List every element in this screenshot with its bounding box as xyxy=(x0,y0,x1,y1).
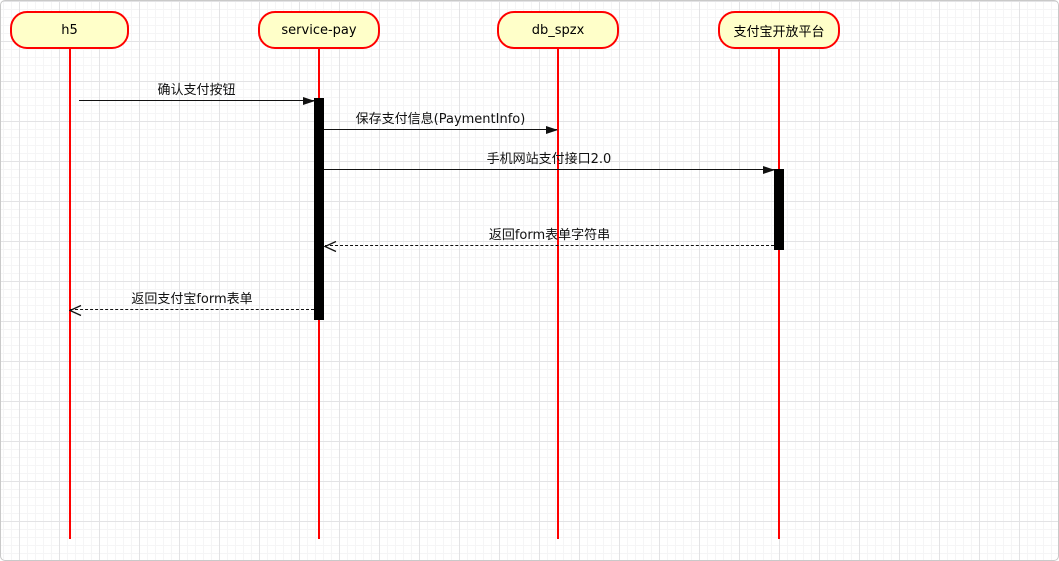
message-line xyxy=(79,100,314,101)
lifeline-h5[interactable] xyxy=(68,49,71,539)
message-label: 确认支付按钮 xyxy=(157,83,236,98)
message-5[interactable]: 返回支付宝form表单 xyxy=(69,290,314,317)
activation-bar-alipay-open-platform[interactable] xyxy=(774,169,784,250)
message-1[interactable]: 确认支付按钮 xyxy=(79,81,315,105)
arrowhead-filled-right-icon xyxy=(303,97,315,105)
arrowhead-open-left-icon xyxy=(69,304,82,317)
actor-label: db_spzx xyxy=(531,22,585,38)
message-line xyxy=(325,245,774,246)
arrowhead-filled-right-icon xyxy=(763,166,775,174)
arrowhead-open-left-icon xyxy=(324,240,337,253)
actor-box-alipay-open-platform[interactable]: 支付宝开放平台 xyxy=(718,11,840,49)
message-line xyxy=(324,129,557,130)
message-label: 保存支付信息(PaymentInfo) xyxy=(355,112,526,127)
actor-label: h5 xyxy=(61,22,78,38)
message-label: 手机网站支付接口2.0 xyxy=(486,152,612,167)
actor-label: 支付宝开放平台 xyxy=(733,24,825,40)
actor-box-db-spzx[interactable]: db_spzx xyxy=(497,11,619,49)
activation-bar-service-pay[interactable] xyxy=(314,98,324,320)
message-2[interactable]: 保存支付信息(PaymentInfo) xyxy=(324,110,558,134)
actor-box-service-pay[interactable]: service-pay xyxy=(258,11,380,49)
arrowhead-filled-right-icon xyxy=(546,126,558,134)
message-4[interactable]: 返回form表单字符串 xyxy=(324,226,774,253)
lifeline-db-spzx[interactable] xyxy=(557,49,559,539)
message-line xyxy=(324,169,774,170)
message-label: 返回支付宝form表单 xyxy=(131,292,253,307)
message-line xyxy=(70,309,314,310)
message-3[interactable]: 手机网站支付接口2.0 xyxy=(324,150,775,174)
lifeline-alipay-open-platform[interactable] xyxy=(778,49,780,539)
actor-label: service-pay xyxy=(281,22,357,38)
actor-box-h5[interactable]: h5 xyxy=(10,11,129,49)
message-label: 返回form表单字符串 xyxy=(488,228,611,243)
